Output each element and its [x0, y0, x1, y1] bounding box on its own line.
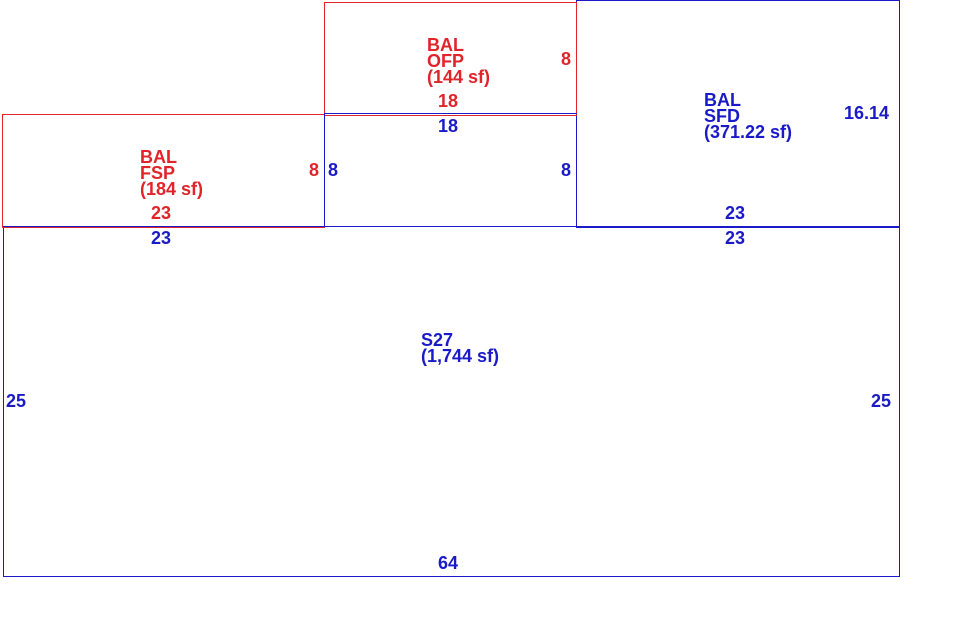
balcony-ofp-outline — [324, 2, 577, 116]
ofp-label-sf: (144 sf) — [427, 67, 491, 87]
notch-line-bottom — [324, 113, 577, 115]
sfd-label: BAL SFD (371.22 sf) — [704, 90, 793, 142]
fsp-dim-bottom: 23 — [151, 203, 172, 223]
main-dim-top-right: 23 — [725, 228, 746, 248]
ofp-dim-bottom: 18 — [438, 91, 459, 111]
sfd-label-sf: (371.22 sf) — [704, 122, 793, 142]
sfd-dim-bottom: 23 — [725, 203, 746, 223]
ofp-label: BAL OFP (144 sf) — [427, 35, 491, 87]
sfd-dim-left: 8 — [561, 160, 572, 180]
main-label: S27 (1,744 sf) — [421, 330, 500, 366]
sfd-label-line2: SFD — [704, 106, 740, 126]
main-area-s27-outline — [3, 226, 900, 577]
ofp-label-line2: OFP — [427, 51, 465, 71]
main-dim-bottom: 64 — [438, 553, 459, 573]
notch-line-left — [324, 113, 326, 227]
main-dim-top-mid: 18 — [438, 116, 459, 136]
ofp-label-line1: BAL — [427, 35, 464, 55]
fsp-label-line2: FSP — [140, 163, 176, 183]
fsp-label-sf: (184 sf) — [140, 179, 204, 199]
main-dim-top-left: 23 — [151, 228, 172, 248]
sfd-dim-right: 16.14 — [844, 103, 890, 123]
fsp-dim-side: 8 — [309, 160, 320, 180]
sfd-label-line1: BAL — [704, 90, 741, 110]
fsp-label: BAL FSP (184 sf) — [140, 147, 204, 199]
main-label-sf: (1,744 sf) — [421, 346, 500, 366]
main-dim-left: 25 — [6, 391, 27, 411]
fsp-label-line1: BAL — [140, 147, 177, 167]
main-label-line1: S27 — [421, 330, 454, 350]
ofp-dim-side: 8 — [561, 49, 572, 69]
main-dim-notch-left: 8 — [328, 160, 339, 180]
main-dim-right: 25 — [871, 391, 892, 411]
